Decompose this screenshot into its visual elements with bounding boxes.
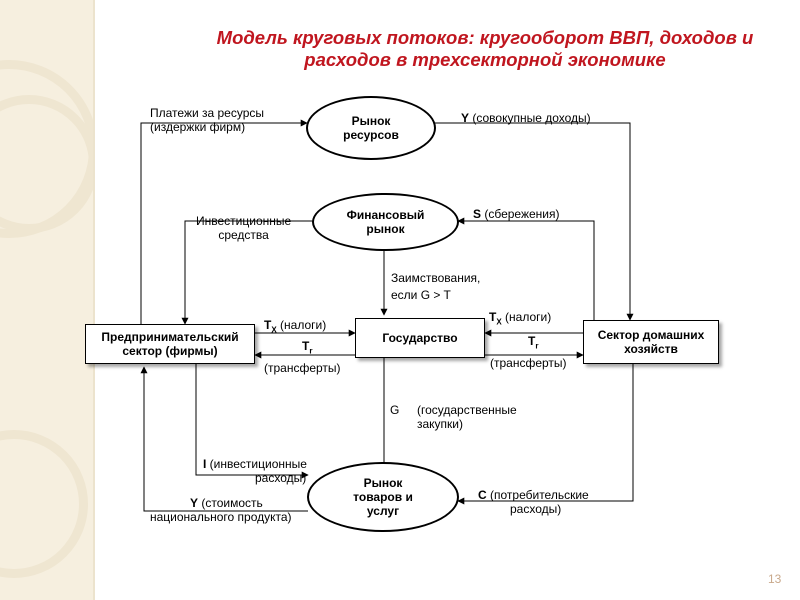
node-firms: Предпринимательский сектор (фирмы) — [85, 324, 255, 364]
tax-firms-symbol: TX — [264, 318, 277, 335]
node-resource-market: Рынок ресурсов — [306, 96, 436, 160]
savings-text: (сбережения) — [481, 207, 560, 221]
label-investment-spending: I (инвестиционные расходы) — [203, 457, 307, 485]
side-panel-edge — [93, 0, 95, 600]
transfer-firms-text: (трансферты) — [264, 361, 341, 376]
transfer-households-symbol: Tr — [528, 334, 539, 351]
tax-households-symbol: TX — [489, 310, 502, 327]
decorative-side-panel — [0, 0, 95, 600]
label-gov-purchases: G — [390, 403, 399, 417]
label-taxes-firms: TX (налоги) — [264, 318, 326, 337]
label-gov-purchases-text: (государственные закупки) — [417, 403, 517, 431]
arrow-gdp — [140, 366, 308, 512]
savings-symbol: S — [473, 207, 482, 221]
label-consumption: C (потребительские расходы) — [478, 488, 589, 516]
transfer-firms-symbol: Tr — [302, 339, 313, 356]
slide-title: Модель круговых потоков: кругооборот ВВП… — [216, 27, 754, 70]
decorative-ring — [0, 95, 95, 233]
label-resource-payments: Платежи за ресурсы (издержки фирм) — [150, 106, 265, 134]
label-income: Y (совокупные доходы) — [461, 111, 591, 125]
gov-purchases-symbol: G — [390, 403, 400, 417]
label-transfers-firms: Tr (трансферты) — [264, 339, 354, 375]
label-transfers-households: Tr (трансферты) — [490, 334, 580, 370]
page-number: 13 — [768, 572, 782, 586]
arrow-investment-spending — [195, 364, 309, 479]
investment-spending-symbol: I — [203, 457, 207, 471]
label-borrowing: Заимствования, если G > T — [391, 271, 481, 302]
tax-households-text: (налоги) — [501, 310, 552, 324]
income-text: (совокупные доходы) — [469, 111, 591, 125]
node-households: Сектор домашних хозяйств — [583, 320, 719, 364]
node-financial-market: Финансовый рынок — [312, 193, 459, 251]
transfer-households-text: (трансферты) — [490, 356, 567, 371]
gdp-symbol: Y — [190, 496, 199, 510]
income-symbol: Y — [461, 111, 470, 125]
label-savings: S (сбережения) — [473, 207, 560, 221]
arrow-income — [433, 122, 634, 321]
arrow-savings — [457, 217, 595, 320]
tax-firms-text: (налоги) — [276, 318, 327, 332]
arrow-resource-payments — [140, 119, 308, 324]
consumption-symbol: C — [478, 488, 487, 502]
arrow-investment-funds — [181, 220, 313, 325]
label-investment-funds: Инвестиционные средства — [196, 214, 292, 242]
label-taxes-households: TX (налоги) — [489, 310, 551, 329]
node-government: Государство — [355, 318, 485, 358]
label-gdp: Y (стоимость национального продукта) — [150, 496, 292, 524]
arrow-consumption — [457, 364, 634, 505]
node-goods-market: Рынок товаров и услуг — [307, 462, 459, 532]
